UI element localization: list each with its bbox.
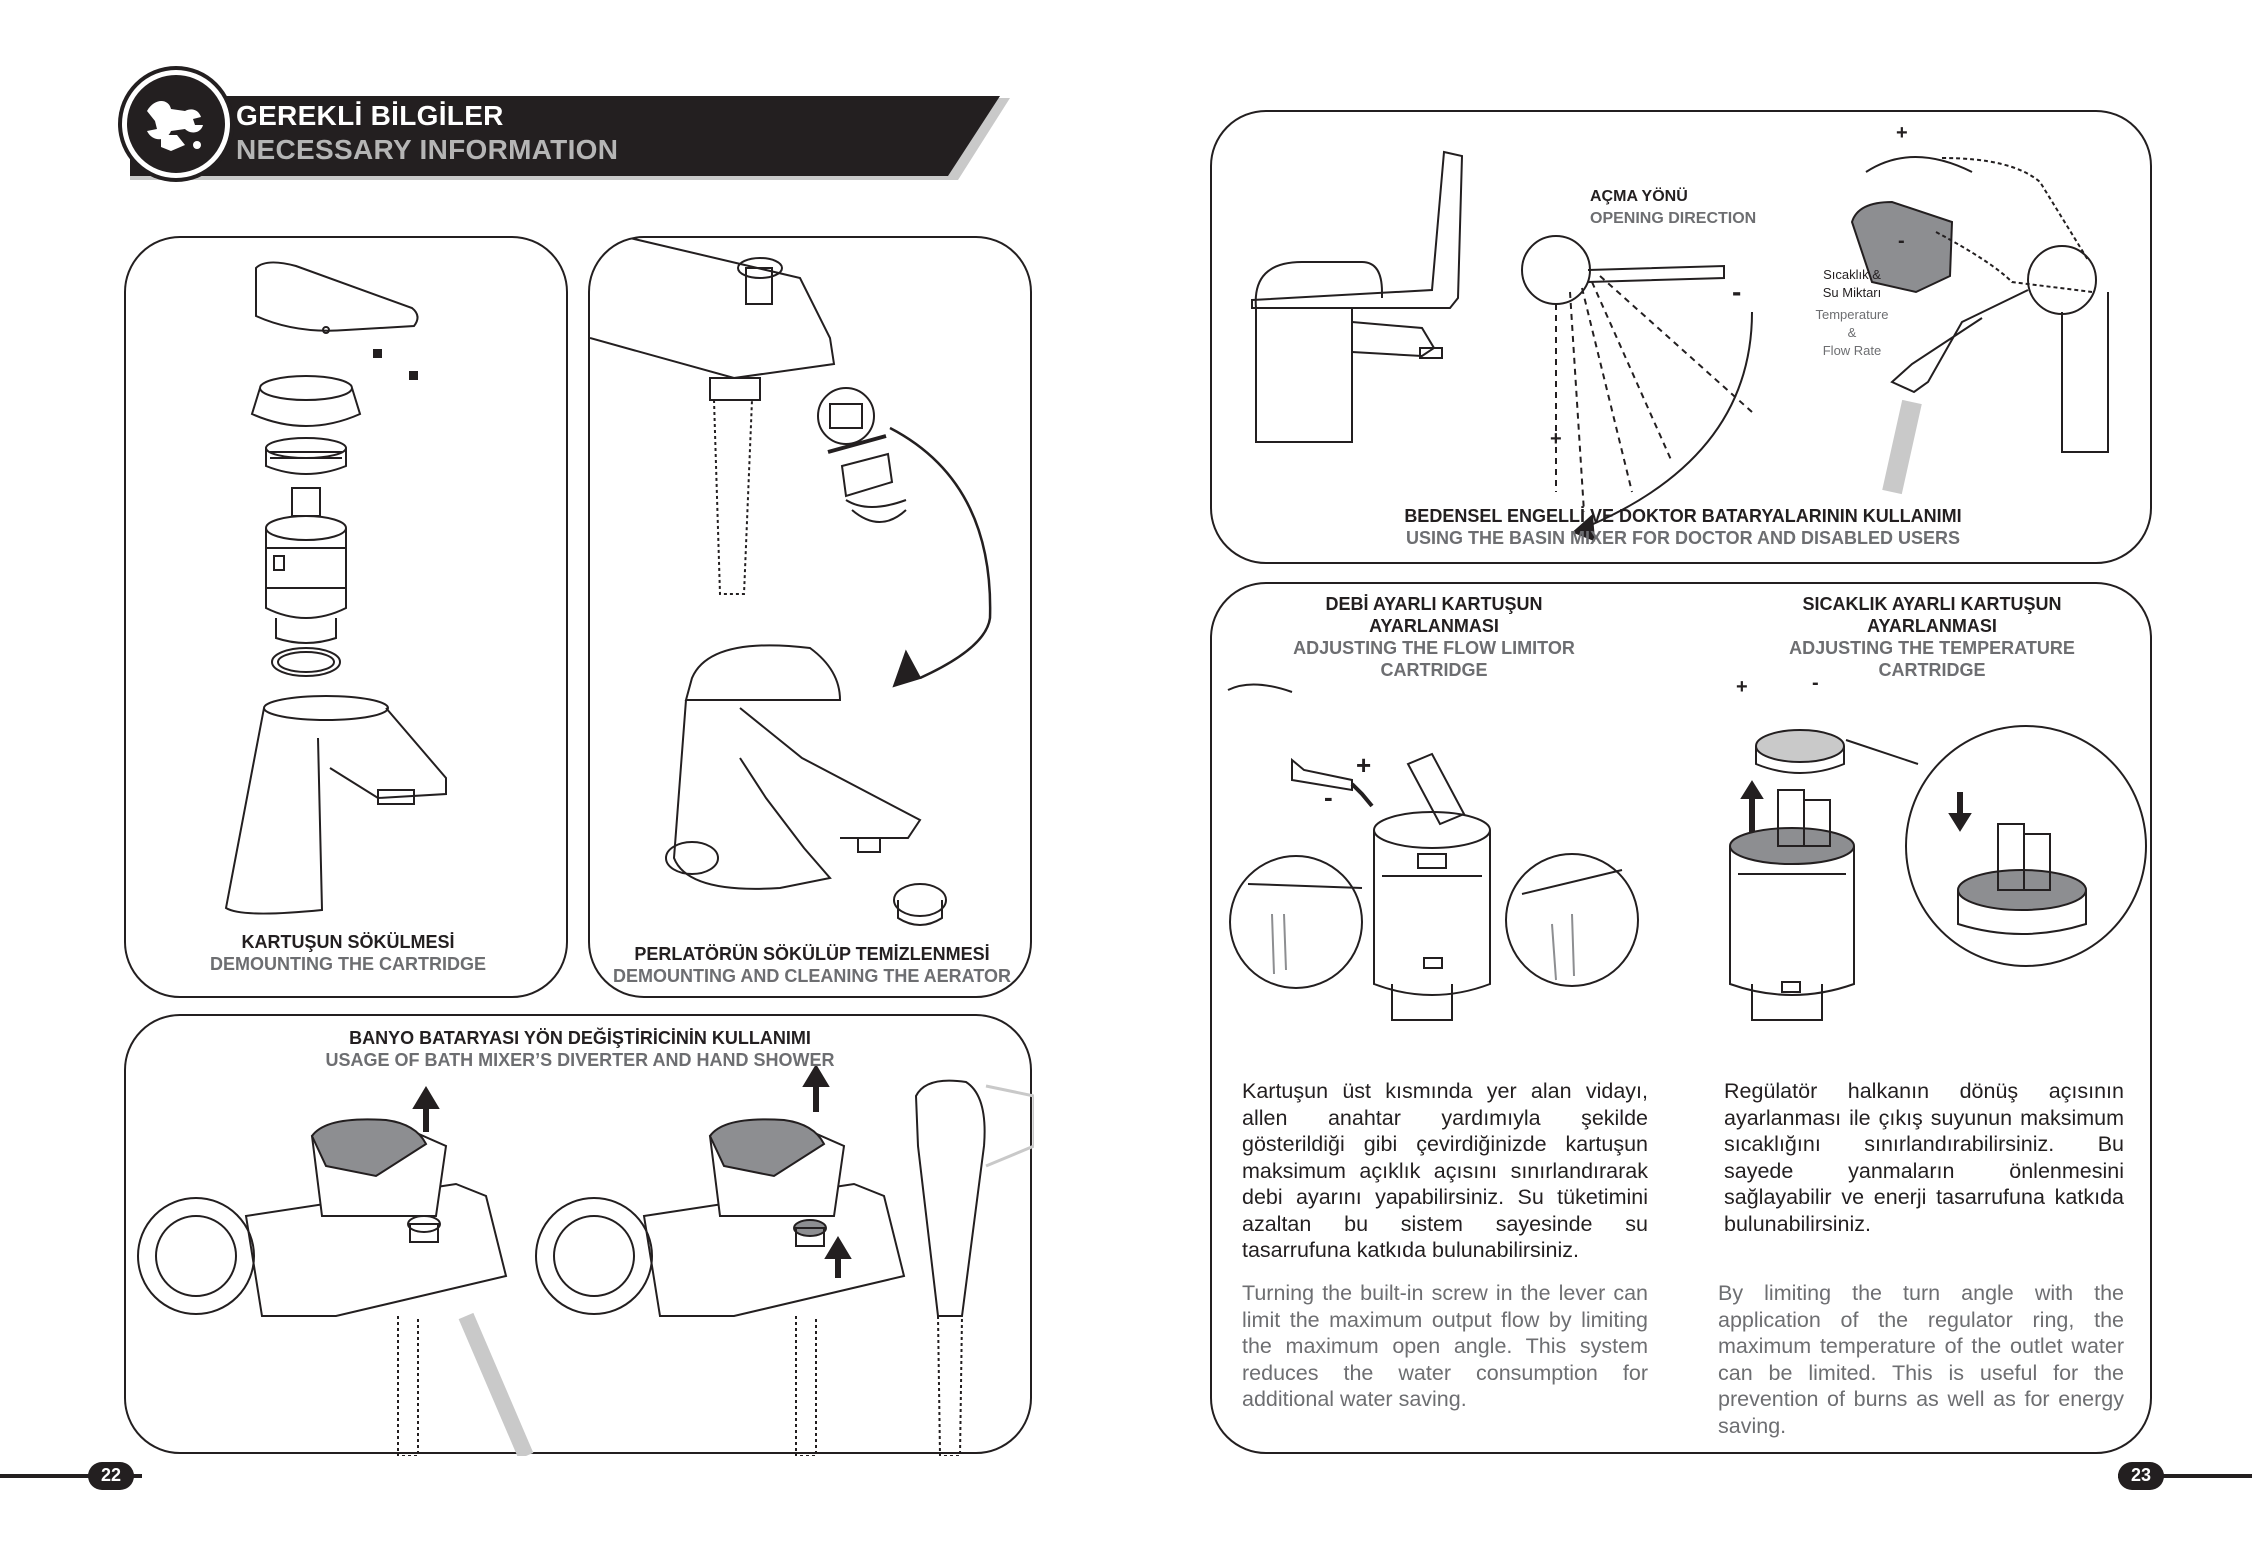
flow-title-en-2: CARTRIDGE xyxy=(1380,660,1488,680)
aerator-caption-en: DEMOUNTING AND CLEANING THE AERATOR xyxy=(613,966,1011,986)
doctor-mixer-illustration xyxy=(1251,150,2109,542)
panel-aerator: PERLATÖRÜN SÖKÜLÜP TEMİZLENMESİ DEMOUNTI… xyxy=(588,236,1032,998)
header-title-en: NECESSARY INFORMATION xyxy=(236,134,619,165)
opening-direction-tr: AÇMA YÖNÜ xyxy=(1590,188,1688,205)
flow-title-tr-1: DEBİ AYARLI KARTUŞUN xyxy=(1325,594,1543,614)
flow-title-tr-2: AYARLANMASI xyxy=(1369,616,1499,636)
temp-title-en-1: ADJUSTING THE TEMPERATURE xyxy=(1789,638,2075,658)
diverter-illustration xyxy=(137,1064,1034,1456)
cartridge-caption-tr: KARTUŞUN SÖKÜLMESİ xyxy=(241,932,455,952)
header-title-tr: GEREKLİ BİLGİLER xyxy=(236,100,504,131)
flow-minus: - xyxy=(1324,782,1333,812)
flow-body-en: Turning the built-in screw in the lever … xyxy=(1242,1281,1648,1411)
plus-sign-top: + xyxy=(1896,122,1908,144)
panel-cartridge: KARTUŞUN SÖKÜLMESİ DEMOUNTING THE CARTRI… xyxy=(124,236,568,998)
page-number-right: 23 xyxy=(2118,1462,2252,1490)
aerator-illustration xyxy=(590,238,992,926)
temp-minus: - xyxy=(1812,672,1819,694)
aerator-caption-tr: PERLATÖRÜN SÖKÜLÜP TEMİZLENMESİ xyxy=(634,944,990,964)
cartridge-adjustment-illustration xyxy=(1227,683,2147,1021)
opening-direction-en: OPENING DIRECTION xyxy=(1590,210,1757,227)
temp-label-tr-1: Sıcaklık & xyxy=(1823,267,1881,282)
temp-body-en: By limiting the turn angle with the appl… xyxy=(1718,1281,2124,1438)
temp-title-en-2: CARTRIDGE xyxy=(1878,660,1986,680)
temp-plus: + xyxy=(1736,676,1748,698)
minus-sign-top: - xyxy=(1898,230,1905,252)
panel-doctor-mixer: AÇMA YÖNÜ OPENING DIRECTION - + + - Sıca… xyxy=(1210,110,2152,564)
temp-body-tr: Regülatör halkanın dönüş açısının ayarla… xyxy=(1724,1079,2124,1236)
minus-sign: - xyxy=(1732,276,1742,307)
diverter-caption-en: USAGE OF BATH MIXER’S DIVERTER AND HAND … xyxy=(325,1050,835,1070)
temp-title-tr-2: AYARLANMASI xyxy=(1867,616,1997,636)
flow-body-tr: Kartuşun üst kısmında yer alan vidayı, a… xyxy=(1242,1079,1648,1262)
temp-label-en-3: Flow Rate xyxy=(1822,343,1882,358)
page-number-left: 22 xyxy=(0,1462,142,1490)
flow-title-en-1: ADJUSTING THE FLOW LIMITOR xyxy=(1293,638,1575,658)
temp-label-en-2: & xyxy=(1847,325,1857,340)
temp-label-tr-2: Su Miktarı xyxy=(1822,285,1882,300)
cartridge-exploded-illustration xyxy=(224,261,447,915)
cartridge-caption-en: DEMOUNTING THE CARTRIDGE xyxy=(210,954,486,974)
plus-sign-bottom: + xyxy=(1550,428,1562,450)
doctor-caption-tr: BEDENSEL ENGELLİ VE DOKTOR BATARYALARINI… xyxy=(1404,506,1962,526)
diverter-caption-tr: BANYO BATARYASI YÖN DEĞİŞTİRİCİNİN KULLA… xyxy=(349,1028,811,1048)
temp-label-en-1: Temperature xyxy=(1815,307,1889,322)
flow-plus: + xyxy=(1356,750,1372,780)
panel-diverter: BANYO BATARYASI YÖN DEĞİŞTİRİCİNİN KULLA… xyxy=(124,1014,1034,1456)
wrench-hand-icon xyxy=(122,70,230,178)
temp-title-tr-1: SICAKLIK AYARLI KARTUŞUN xyxy=(1802,594,2062,614)
panel-cartridge-adjustment: + - + - DEBİ AYARLI KARTUŞUN AYARLANMASI… xyxy=(1210,582,2152,1454)
header-banner xyxy=(130,96,1030,180)
doctor-caption-en: USING THE BASIN MIXER FOR DOCTOR AND DIS… xyxy=(1405,528,1961,548)
